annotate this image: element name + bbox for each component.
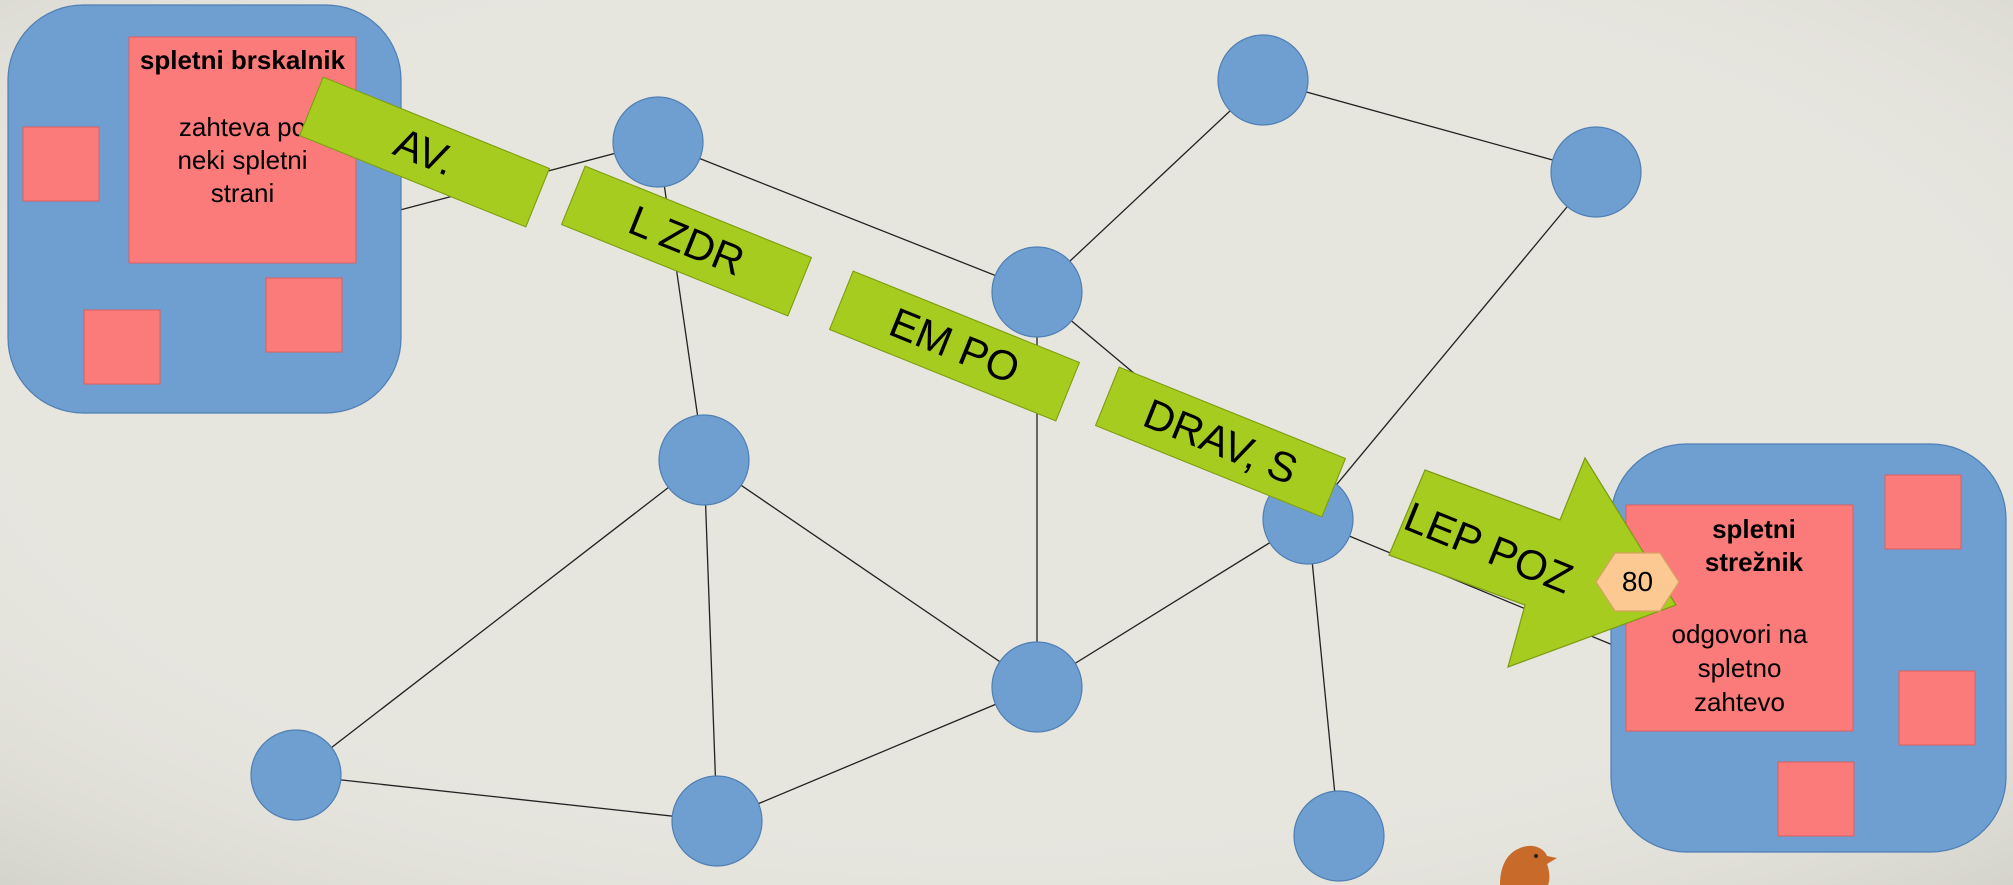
router-node xyxy=(250,729,342,821)
bird-eye xyxy=(1534,854,1538,858)
app-square xyxy=(83,309,161,385)
router-node xyxy=(1293,790,1385,882)
server-description: odgovori na spletno zahtevo xyxy=(1671,619,1808,717)
router-node xyxy=(612,96,704,188)
app-square xyxy=(1777,761,1855,837)
link xyxy=(1307,171,1597,520)
app-square xyxy=(1884,474,1962,550)
server-title: spletni strežnik xyxy=(1704,514,1804,577)
port-hexagon xyxy=(1595,552,1680,612)
link xyxy=(703,459,1038,688)
server-description-wrap: odgovori na spletno zahtevo xyxy=(1626,617,1853,719)
router-node xyxy=(658,414,750,506)
link xyxy=(1262,79,1597,173)
bird-icon xyxy=(1500,845,1557,885)
server-panel xyxy=(1625,504,1854,732)
app-square xyxy=(265,277,343,353)
arrow-icon xyxy=(1388,456,1677,668)
link xyxy=(1036,518,1309,688)
router-node xyxy=(1217,34,1309,126)
link xyxy=(657,141,1038,293)
client-title: spletni brskalnik xyxy=(139,45,346,75)
app-square xyxy=(22,126,100,202)
port-number: 80 xyxy=(1621,566,1654,597)
router-node xyxy=(1550,126,1642,218)
link xyxy=(295,459,705,776)
link xyxy=(1307,518,1340,837)
server-label: spletni strežnik xyxy=(1679,513,1829,579)
app-square xyxy=(1898,670,1976,746)
link xyxy=(703,459,718,822)
client-panel xyxy=(128,36,357,264)
router-node xyxy=(991,246,1083,338)
link xyxy=(295,774,718,822)
router-node xyxy=(991,641,1083,733)
link xyxy=(716,686,1038,822)
link xyxy=(657,141,705,461)
client-description: zahteva po neki spletni strani xyxy=(177,112,308,208)
router-node xyxy=(671,775,763,867)
link xyxy=(1036,79,1264,293)
client-label: spletni brskalnik zahteva po neki spletn… xyxy=(129,44,356,210)
